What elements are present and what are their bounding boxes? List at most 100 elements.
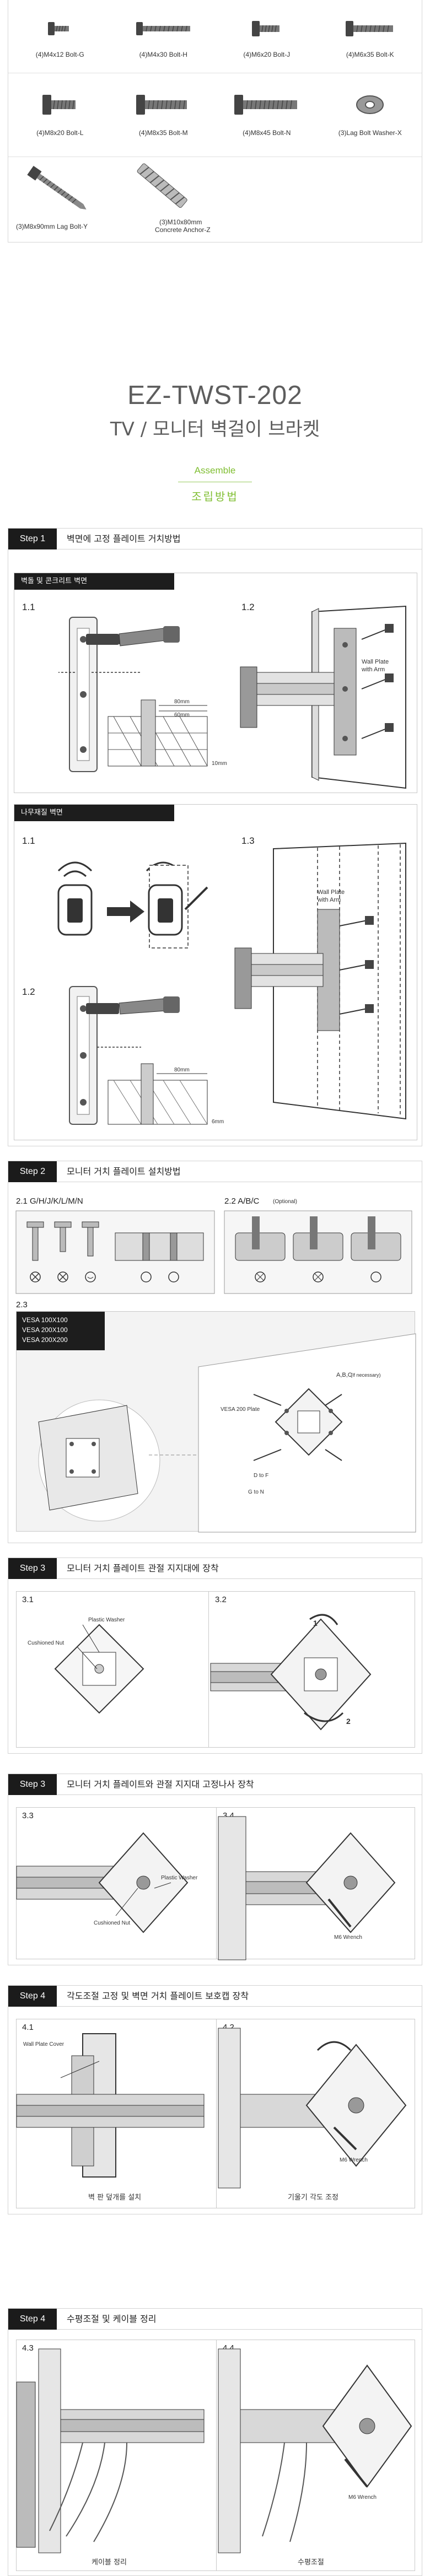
callout-label: Wall Plate bbox=[362, 659, 389, 665]
step-header: Step 4 수평조절 및 케이블 정리 bbox=[8, 2309, 422, 2330]
wall-cover-illustration: Wall Plate Cover bbox=[16, 2033, 205, 2178]
step-number: 3.1 bbox=[22, 1595, 34, 1604]
vesa-size: VESA 200X200 bbox=[22, 1336, 68, 1344]
title-block: EZ-TWST-202 TV / 모니터 벽걸이 브라켓 Assemble 조립… bbox=[0, 380, 430, 504]
part-label: (4)M4x12 Bolt-G bbox=[35, 51, 84, 58]
step4a-panel: 4.1 4.2 Wall Plate Cover M6 W bbox=[16, 2019, 415, 2208]
part-bolt-k: (4)M6x35 Bolt-K bbox=[319, 12, 422, 84]
step-header: Step 1 벽면에 고정 플레이트 거치방법 bbox=[8, 529, 422, 549]
dim-label: 80mm bbox=[174, 699, 190, 705]
stud-finder-illustration bbox=[57, 861, 208, 949]
assemble-label: Assemble bbox=[194, 465, 236, 476]
bolt-length-check-illustration bbox=[15, 1210, 215, 1294]
tilt-adjust-illustration: M6 Wrench bbox=[218, 2028, 407, 2189]
step4b-panel: 4.3 4.4 M6 Wrench 케이블 정리 bbox=[16, 2340, 415, 2571]
step-number: 2.1 G/H/J/K/L/M/N bbox=[16, 1197, 83, 1206]
part-washer-x: (3)Lag Bolt Washer-X bbox=[319, 88, 422, 160]
arm-attach-illustration: 1 2 bbox=[210, 1614, 372, 1731]
callout-label: with Arm bbox=[317, 897, 341, 903]
part-label: Concrete Anchor-Z bbox=[155, 226, 211, 234]
concrete-drilling-illustration: 80mm 60mm 10mm bbox=[58, 617, 227, 772]
vesa-install-panel: VESA 100X100 VESA 200X100 VESA 200X200 A… bbox=[16, 1311, 416, 1533]
plate-washer-illustration: Plastic Washer Cushioned Nut bbox=[28, 1617, 144, 1714]
step-caption: 케이블 정리 bbox=[92, 2558, 127, 2567]
step-number: 3.2 bbox=[215, 1595, 227, 1604]
anchor-icon bbox=[137, 163, 187, 208]
panel-divider bbox=[216, 1808, 217, 1959]
wrench-tighten-illustration: M6 Wrench bbox=[218, 1816, 396, 1960]
short-bolt-icon bbox=[47, 22, 69, 35]
cable-management-illustration bbox=[16, 2348, 205, 2553]
part-label: (4)M4x30 Bolt-H bbox=[139, 51, 187, 58]
step-badge: Step 4 bbox=[8, 1986, 57, 2007]
part-label: (4)M6x35 Bolt-K bbox=[346, 51, 394, 58]
step-number: 4.3 bbox=[22, 2343, 34, 2353]
spacer-illustration bbox=[224, 1210, 412, 1294]
step-header: Step 4 각도조절 고정 및 벽면 거치 플레이트 보호캡 장착 bbox=[8, 1986, 422, 2007]
step-number: 1.1 bbox=[22, 836, 35, 846]
step-caption: 수평조절 bbox=[298, 2558, 324, 2567]
parts-row-1: (4)M4x12 Bolt-G (4)M4x30 Bolt-H (4)M6x20… bbox=[8, 12, 422, 84]
dim-label: 6mm bbox=[212, 1119, 224, 1125]
product-subtitle: TV / 모니터 벽걸이 브라켓 bbox=[110, 418, 320, 440]
callout-label: M6 Wrench bbox=[348, 2494, 377, 2500]
part-label: (3)M10x80mm bbox=[159, 218, 202, 226]
step3b-panel: 3.3 3.4 Plastic Washer Cushioned Nut bbox=[16, 1807, 415, 1960]
part-label: (3)Lag Bolt Washer-X bbox=[338, 129, 402, 137]
part-lag-bolt-y: (3)M8x90mm Lag Bolt-Y bbox=[8, 165, 112, 237]
callout-label: (If necessary) bbox=[351, 1372, 381, 1378]
callout-label: M6 Wrench bbox=[340, 2157, 368, 2163]
callout-label: D to F bbox=[254, 1473, 268, 1479]
long-bolt-icon bbox=[136, 95, 187, 115]
parts-row-2: (4)M8x20 Bolt-L (4)M8x35 Bolt-M (4)M8x45… bbox=[8, 88, 422, 160]
step-title: 수평조절 및 케이블 정리 bbox=[67, 2314, 157, 2324]
callout-label: A,B,C bbox=[336, 1372, 352, 1378]
callout-label: with Arm bbox=[361, 666, 385, 673]
step-number: 1.3 bbox=[241, 836, 255, 846]
panel-divider bbox=[216, 2340, 217, 2570]
concrete-wall-mount-illustration: Wall Plate with Arm bbox=[240, 605, 406, 789]
callout-label: Wall Plate bbox=[318, 889, 345, 896]
wood-drilling-illustration: 80mm 6mm bbox=[69, 986, 224, 1125]
step-title: 각도조절 고정 및 벽면 거치 플레이트 보호캡 장착 bbox=[67, 1991, 249, 2001]
step3a-panel: 3.1 3.2 Plastic Washer Cushioned Nut bbox=[16, 1591, 415, 1748]
dim-label: 80mm bbox=[174, 1067, 190, 1073]
step-title: 모니터 거치 플레이트 설치방법 bbox=[67, 1166, 181, 1177]
step-header: Step 3 모니터 거치 플레이트 관절 지지대에 장착 bbox=[8, 1558, 422, 1579]
step-title: 벽면에 고정 플레이트 거치방법 bbox=[67, 533, 181, 544]
washer-icon bbox=[356, 95, 384, 114]
short-bolt-icon bbox=[251, 21, 280, 36]
long-bolt-icon bbox=[346, 21, 394, 36]
vesa-size: VESA 100X100 bbox=[22, 1316, 68, 1324]
callout-label: Cushioned Nut bbox=[94, 1920, 130, 1926]
screw-install-illustration: Plastic Washer Cushioned Nut bbox=[16, 1832, 198, 1933]
part-label: (4)M8x45 Bolt-N bbox=[243, 129, 291, 137]
panel-divider bbox=[216, 2019, 217, 2208]
step1-section: Step 1 벽면에 고정 플레이트 거치방법 벽돌 및 콘크리트 벽면 1.1… bbox=[8, 528, 422, 1146]
step-number: 3.3 bbox=[22, 1811, 34, 1820]
part-bolt-n: (4)M8x45 Bolt-N bbox=[215, 88, 319, 160]
step-header: Step 2 모니터 거치 플레이트 설치방법 bbox=[8, 1161, 422, 1182]
callout-label: G to N bbox=[248, 1489, 264, 1495]
step4-section-b: Step 4 수평조절 및 케이블 정리 4.3 4.4 bbox=[8, 2308, 422, 2576]
step-badge: Step 1 bbox=[8, 529, 57, 549]
callout-label: M6 Wrench bbox=[334, 1934, 362, 1941]
part-label: (4)M8x20 Bolt-L bbox=[36, 129, 84, 137]
part-bolt-g: (4)M4x12 Bolt-G bbox=[8, 12, 112, 84]
step3-section-b: Step 3 모니터 거치 플레이트와 관절 지지대 고정나사 장착 3.3 3… bbox=[8, 1774, 422, 1965]
callout-label: Cushioned Nut bbox=[28, 1640, 64, 1646]
panel-divider bbox=[208, 1592, 209, 1747]
step-number: 1.2 bbox=[22, 987, 35, 997]
part-label: (4)M8x35 Bolt-M bbox=[138, 129, 188, 137]
callout-label: Plastic Washer bbox=[88, 1617, 125, 1623]
wood-wall-mount-illustration: Wall Plate with Arm bbox=[234, 842, 406, 1120]
step-number: 1.2 bbox=[241, 602, 255, 612]
part-bolt-j: (4)M6x20 Bolt-J bbox=[215, 12, 319, 84]
step-number: 2.2 A/B/C bbox=[224, 1197, 260, 1206]
sub-bar-wood: 나무재질 벽면 bbox=[14, 805, 174, 821]
assemble-label-ko: 조립방법 bbox=[191, 490, 239, 503]
callout-label: Plastic Washer bbox=[161, 1875, 198, 1881]
part-bolt-m: (4)M8x35 Bolt-M bbox=[112, 88, 216, 160]
wood-wall-panel: 나무재질 벽면 1.1 1.3 1.2 bbox=[14, 804, 417, 1140]
